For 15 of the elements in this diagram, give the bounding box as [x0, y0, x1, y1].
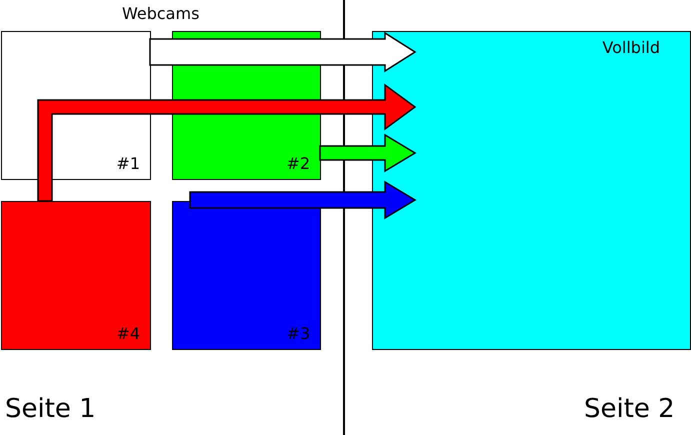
video-frame-box: [172, 201, 321, 350]
block-arrow: [149, 32, 416, 72]
page-label: Seite 2: [584, 394, 675, 424]
page-label: Seite 1: [5, 394, 96, 424]
block-arrow: [37, 84, 416, 202]
frame-label: #4: [116, 324, 140, 343]
frame-label: #3: [286, 324, 310, 343]
video-frame-box: [1, 201, 151, 350]
block-arrow: [319, 134, 416, 172]
caption-label: Webcams: [122, 4, 200, 23]
frame-label: #1: [116, 154, 140, 173]
frame-label: Vollbild: [602, 38, 660, 57]
video-frame-box: [372, 31, 691, 350]
block-arrow: [189, 180, 416, 220]
frame-label: #2: [286, 154, 310, 173]
